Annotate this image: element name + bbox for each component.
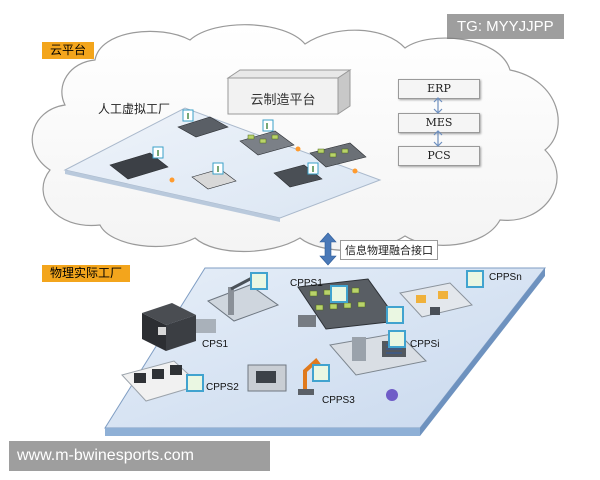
- pcs-box: PCS: [398, 146, 480, 166]
- cloud-platform-tag: 云平台: [42, 42, 95, 59]
- virtual-antenna-icons: [152, 109, 319, 175]
- physical-equipment-group: [121, 277, 473, 402]
- label-cpps1: CPPS1: [290, 278, 323, 289]
- virtual-factory-label: 人工虚拟工厂: [98, 102, 171, 116]
- antenna-icon-cpps3: [312, 364, 330, 382]
- label-cppsn: CPPSn: [489, 272, 522, 283]
- watermark-top: TG: MYYJJPP: [447, 14, 564, 39]
- label-cppsi: CPPSi: [410, 339, 440, 350]
- label-cpps2: CPPS2: [206, 382, 239, 393]
- antenna-icon-cppsn: [466, 270, 484, 288]
- cps1-machine: [142, 303, 196, 351]
- cloud-platform-box-3d: [226, 69, 352, 115]
- label-cpps3: CPPS3: [322, 395, 355, 406]
- virtual-equipment-group: [109, 109, 367, 190]
- physical-factory-tag: 物理实际工厂: [42, 265, 131, 282]
- label-cps1: CPS1: [202, 339, 229, 350]
- cloud-platform-box-label: 云制造平台: [250, 93, 316, 108]
- antenna-icon-cpps1b: [330, 285, 348, 303]
- antenna-icon-cppsi: [388, 330, 406, 348]
- antenna-icon-cppsi2: [386, 306, 404, 324]
- cpps1-lines: [297, 278, 399, 330]
- antenna-icon-cpps1a: [250, 272, 268, 290]
- mes-box: MES: [398, 113, 480, 133]
- interface-arrow: [319, 232, 337, 266]
- antenna-icon-cpps2: [186, 374, 204, 392]
- cppsn-machine: [399, 282, 473, 318]
- interface-label: 信息物理融合接口: [340, 240, 438, 260]
- watermark-bottom: www.m-bwinesports.com: [9, 441, 270, 471]
- cpps3-machine: [247, 358, 324, 395]
- stack-connectors: [433, 97, 443, 147]
